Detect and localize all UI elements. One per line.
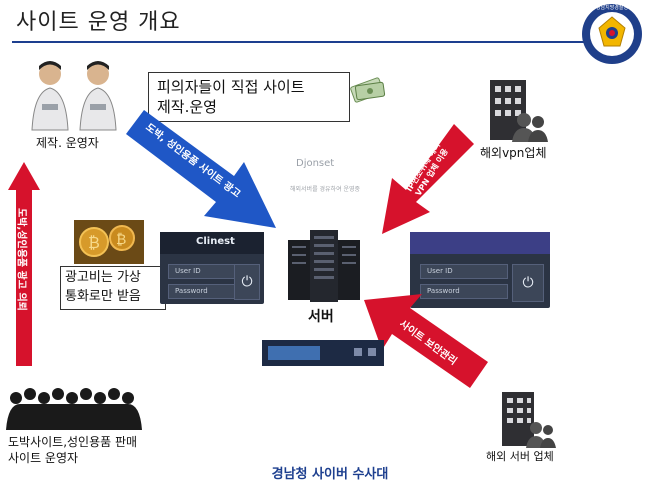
right-login-header [410,232,550,254]
vpn-company-label: 해외vpn업체 [480,146,547,160]
crypto-note-box: 광고비는 가상 통화로만 받음 [60,266,166,310]
speech-line-2: 제작.운영 [157,98,217,116]
ad-blue-arrow [126,110,276,228]
sellers-label: 도박사이트,성인용품 판매 사이트 운영자 [8,434,137,466]
power-icon: ⏻ [241,274,253,290]
left-login-header [160,232,264,254]
operators-label: 제작. 운영자 [36,136,99,150]
server-label: 서버 [308,309,334,325]
crowd-icon [6,388,142,430]
speech-line-1: 피의자들이 직접 사이트 [157,78,305,96]
left-login-brand: Clinest [196,236,235,247]
site-caption-subtitle: 해외서버를 경유하여 운영중 [290,186,361,193]
bitcoin-icon: ₿ ₿ [74,220,144,264]
sellers-line-1: 도박사이트,성인용품 판매 [8,435,138,449]
banner-logo [268,346,320,360]
left-password-field[interactable]: Password [168,284,236,299]
right-userid-field[interactable]: User ID [420,264,508,279]
page-title: 사이트 운영 개요 [16,10,181,35]
site-banner [262,340,384,366]
right-site-login-panel: User ID Password ⏻ [410,232,550,308]
left-userid-field[interactable]: User ID [168,264,236,279]
site-caption-title: Djonset [296,158,335,169]
left-site-login-panel: Clinest User ID Password ⏻ [160,232,264,304]
server-rack-icon [288,230,360,302]
power-icon: ⏻ [522,275,534,291]
ad-request-red-arrow [8,162,40,366]
footer-unit: 경남청 사이버 수사대 [271,467,389,482]
server-company-label: 해외 서버 업체 [486,450,554,463]
speech-box: 피의자들이 직접 사이트 제작.운영 [148,72,350,122]
banner-dot-1 [354,348,362,356]
banner-dot-2 [368,348,376,356]
vpn-company-building-icon [490,80,548,142]
money-icon [350,77,386,103]
svg-text:₿: ₿ [116,232,126,248]
suspects-icon [31,61,117,131]
vpn-red-arrow [382,124,474,234]
police-badge-icon [582,4,642,64]
right-password-field[interactable]: Password [420,284,508,299]
right-power-button[interactable]: ⏻ [512,264,544,302]
security-red-arrow [364,294,488,388]
ad-request-arrow-text: 도박,성인용품 광고 의뢰 [15,208,27,311]
badge-text: 경남지방경찰청 [595,5,629,11]
sellers-line-2: 사이트 운영자 [8,451,79,465]
svg-text:₿: ₿ [88,233,100,252]
left-power-button[interactable]: ⏻ [234,264,260,300]
server-company-building-icon [502,392,556,448]
crypto-note-line-1: 광고비는 가상 [65,270,141,285]
title-divider [12,41,588,43]
crypto-note-line-2: 통화로만 받음 [65,289,141,304]
